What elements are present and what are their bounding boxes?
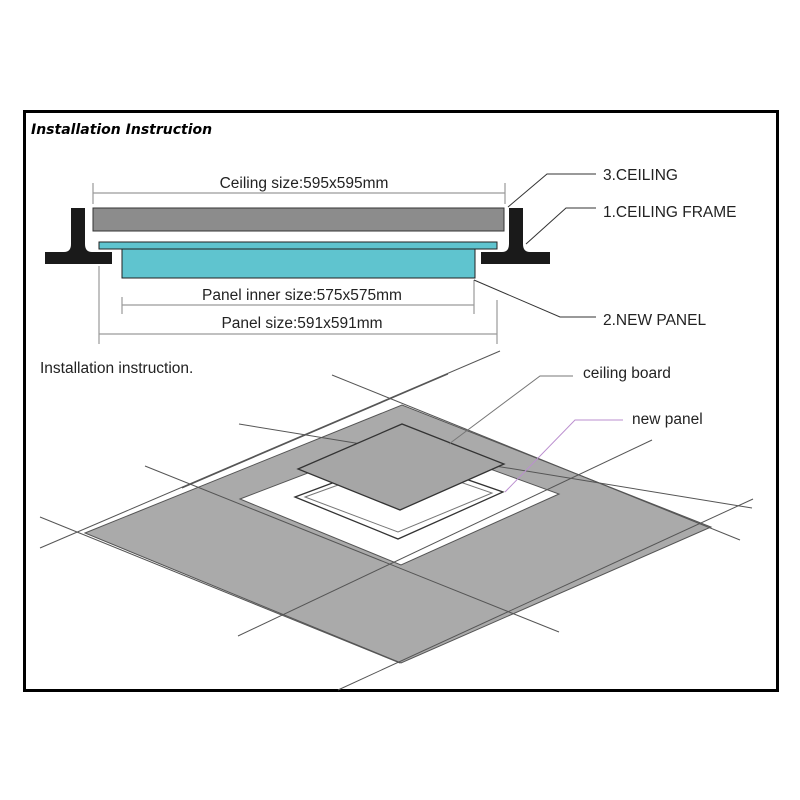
grid-line: [39, 350, 501, 549]
ceiling-board-callout-label: ceiling board: [583, 365, 671, 382]
new-panel-callout-label: 2.NEW PANEL: [603, 312, 706, 329]
ceiling-board-callout-leader: [448, 375, 573, 445]
panel-inner-size-label: Panel inner size:575x575mm: [202, 287, 402, 304]
ceiling-frame-right: [481, 208, 550, 264]
isometric-diagram: Installation instruction. ceiling board …: [39, 350, 754, 691]
grid-line: [331, 374, 741, 541]
ceiling-size-label: Ceiling size:595x595mm: [220, 175, 389, 192]
panel-flange: [98, 241, 498, 250]
lifted-ceiling-board: [296, 423, 506, 511]
grid-line: [237, 439, 653, 637]
ceiling-frame-left: [45, 208, 112, 264]
ceiling-board: [92, 207, 505, 232]
grid-line: [39, 516, 401, 664]
panel-size-label: Panel size:591x591mm: [221, 315, 382, 332]
new-panel-iso-callout-label: new panel: [632, 411, 703, 428]
isometric-subtitle: Installation instruction.: [40, 360, 193, 377]
new-panel-callout-leader: [473, 279, 596, 318]
grid-line: [144, 465, 560, 633]
grid-line: [337, 498, 754, 691]
ceiling-frame-callout-label: 1.CEILING FRAME: [603, 204, 737, 221]
new-panel-iso-callout-leader: [504, 419, 623, 493]
ceiling-callout-label: 3.CEILING: [603, 167, 678, 184]
cross-section-diagram: Ceiling size:595x595mm Panel inner size:…: [45, 167, 737, 344]
grid-line: [181, 373, 449, 489]
ceiling-callout-leader: [507, 173, 596, 208]
ceiling-frame-callout-leader: [525, 207, 596, 245]
page-title: Installation Instruction: [31, 122, 213, 138]
panel-body: [121, 248, 476, 279]
